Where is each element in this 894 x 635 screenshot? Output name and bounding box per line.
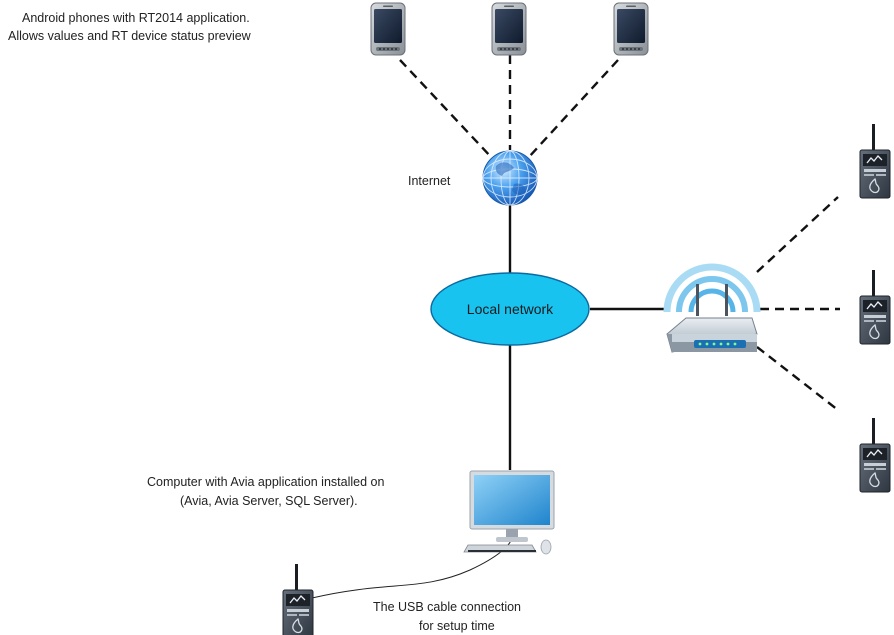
rt-logger-device-icon (859, 269, 891, 345)
rt-logger-device-icon (859, 123, 891, 199)
rt-logger-device-icon (859, 417, 891, 493)
computer-label-line1: Computer with Avia application installed… (147, 475, 384, 489)
desktop-computer-icon (463, 470, 555, 555)
local-network-label: Local network (467, 301, 554, 317)
phone-icon (613, 2, 649, 56)
phones-label-line2: Allows values and RT device status previ… (8, 29, 252, 43)
local-network-node (430, 272, 590, 346)
logger-link-top (756, 196, 839, 273)
usb-label-line1: The USB cable connection (373, 600, 521, 614)
internet-label: Internet (408, 174, 451, 188)
phone-link-right (527, 59, 619, 159)
usb-label-line2: for setup time (419, 619, 495, 633)
computer-label-line2: (Avia, Avia Server, SQL Server). (180, 494, 358, 508)
phone-icon (370, 2, 406, 56)
phone-icon (491, 2, 527, 56)
wifi-router-icon (663, 263, 761, 353)
phone-link-left (399, 59, 493, 159)
phones-label-line1: Android phones with RT2014 application. (22, 11, 250, 25)
connections (399, 55, 840, 470)
logger-link-bottom (756, 346, 839, 411)
globe-icon (482, 150, 538, 206)
rt-logger-device-icon (282, 563, 314, 635)
